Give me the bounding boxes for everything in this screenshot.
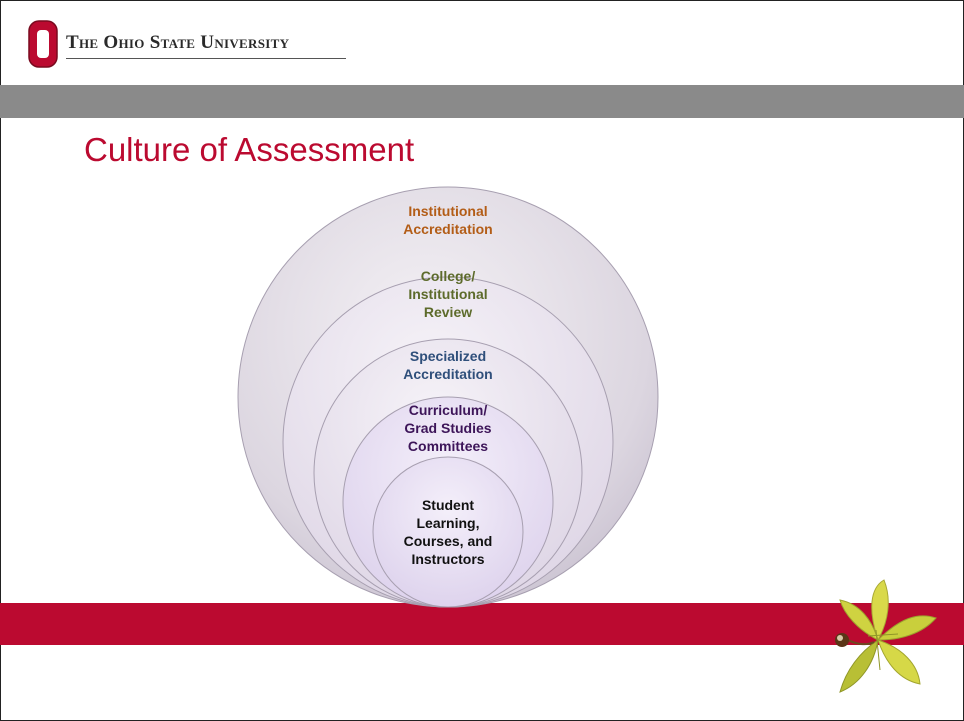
university-name: The Ohio State University [66,32,290,53]
institutional-accreditation-label-line: Institutional [408,203,487,219]
institutional-accreditation-label-line: Accreditation [403,221,492,237]
curriculum-committees-label-line: Committees [408,438,488,454]
college-institutional-review-label-line: Review [424,304,472,320]
curriculum-committees-label-line: Grad Studies [404,420,491,436]
college-institutional-review-label-line: Institutional [408,286,487,302]
slide-header: The Ohio State University [0,0,964,84]
student-learning-circle [372,456,524,608]
student-learning-label-line: Student [422,497,474,513]
gray-header-band [0,85,964,118]
buckeye-leaf-icon [835,579,937,693]
ohio-state-o-logo-icon [28,20,58,68]
student-learning-label-line: Courses, and [404,533,493,549]
student-learning-label-line: Learning, [416,515,479,531]
university-name-underline [66,58,346,59]
scarlet-footer-band [0,603,964,645]
college-institutional-review-label-line: College/ [421,268,476,284]
slide-title: Culture of Assessment [84,131,415,168]
specialized-accreditation-label-line: Specialized [410,348,486,364]
specialized-accreditation-label-line: Accreditation [403,366,492,382]
student-learning-label-line: Instructors [411,551,484,567]
curriculum-committees-label-line: Curriculum/ [409,402,488,418]
